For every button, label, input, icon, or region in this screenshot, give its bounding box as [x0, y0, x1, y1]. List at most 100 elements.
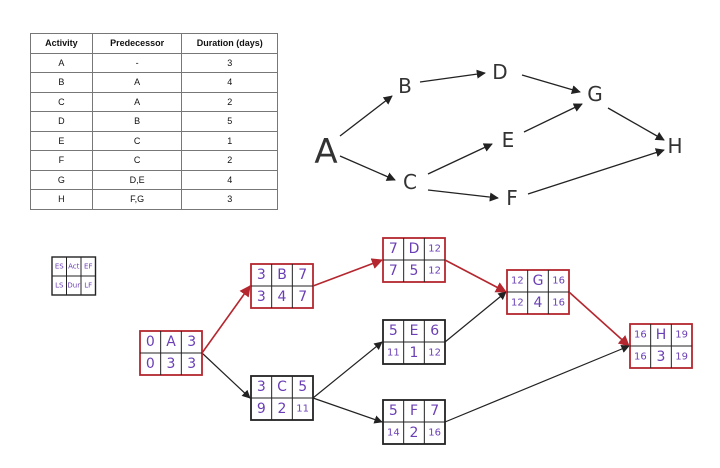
node-cell: H — [656, 327, 667, 343]
node-cell: F — [410, 403, 418, 419]
node-cell: 12 — [511, 298, 524, 309]
aoa-arrow-f-h — [527, 148, 665, 195]
aoa-node-c: C — [403, 170, 417, 194]
aon-arrow-c-f — [312, 397, 383, 424]
node-cell: 3 — [657, 349, 666, 365]
table-cell: 3 — [181, 189, 278, 210]
node-cell: 11 — [387, 348, 400, 359]
node-cell: 0 — [146, 334, 155, 350]
node-cell: 16 — [552, 276, 565, 287]
aoa-node-e: E — [502, 128, 515, 152]
node-cell: 0 — [146, 356, 155, 372]
node-cell: 12 — [428, 244, 441, 255]
node-cell: 2 — [410, 425, 419, 441]
node-cell: D — [409, 241, 420, 257]
node-cell: 7 — [389, 241, 398, 257]
aoa-node-f: F — [506, 186, 518, 210]
aon-arrow-c-e — [312, 341, 383, 399]
table-cell: 4 — [181, 169, 278, 190]
aoa-arrow-a-b — [339, 95, 393, 137]
aoa-node-b: B — [398, 74, 412, 98]
aon-arrow-e-g — [444, 291, 507, 343]
node-cell: 16 — [634, 330, 647, 341]
node-cell: 7 — [298, 267, 307, 283]
node-cell: 6 — [430, 323, 439, 339]
aoa-arrow-e-g — [523, 103, 583, 133]
node-cell: 12 — [428, 348, 441, 359]
legend-cell: LS — [55, 282, 64, 290]
node-cell: C — [277, 379, 287, 395]
node-cell: 9 — [257, 401, 266, 417]
node-cell: 3 — [257, 267, 266, 283]
node-cell: 7 — [298, 289, 307, 305]
node-cell: 4 — [278, 289, 287, 305]
node-cell: A — [166, 334, 176, 350]
node-cell: 16 — [634, 352, 647, 363]
aoa-arrow-b-d — [419, 69, 486, 83]
node-cell: 16 — [552, 298, 565, 309]
node-cell: 1 — [410, 345, 419, 361]
aon-arrow-g-h — [568, 291, 630, 347]
activity-on-arrow-network: A B C D E F G H — [314, 60, 682, 210]
node-cell: 7 — [389, 263, 398, 279]
aon-arrow-f-h — [444, 345, 630, 423]
activity-table: Activity Predecessor Duration (days) A-3… — [30, 33, 278, 210]
node-cell: G — [533, 273, 544, 289]
node-cell: 3 — [257, 289, 266, 305]
table-cell: A — [91, 91, 183, 112]
node-cell: 3 — [187, 356, 196, 372]
aoa-arrow-d-g — [521, 74, 581, 95]
aoa-node-h: H — [667, 134, 682, 158]
table-cell: F,G — [91, 189, 183, 210]
node-cell: 11 — [296, 404, 309, 415]
node-cell: 4 — [534, 295, 543, 311]
activity-on-node-edges — [201, 258, 630, 424]
node-cell: 16 — [428, 428, 441, 439]
table-cell: B — [91, 111, 183, 132]
aoa-node-d: D — [492, 60, 507, 84]
node-cell: 3 — [257, 379, 266, 395]
node-cell: 2 — [278, 401, 287, 417]
aon-arrow-b-d — [312, 258, 384, 287]
aon-arrow-a-c — [201, 352, 251, 399]
node-cell: 5 — [298, 379, 307, 395]
legend-cell: Dur — [67, 282, 80, 290]
aoa-arrow-a-c — [339, 155, 396, 181]
node-cell: 19 — [675, 330, 688, 341]
node-cell: 3 — [187, 334, 196, 350]
activity-node-g: 12 G 16 12 4 16 — [506, 269, 570, 315]
aoa-node-g: G — [587, 82, 603, 106]
aoa-arrow-g-h — [607, 107, 665, 141]
node-cell: 12 — [428, 266, 441, 277]
table-header-row: Activity Predecessor Duration (days) — [30, 33, 278, 54]
table-cell: H — [30, 189, 93, 210]
aoa-arrow-c-f — [427, 189, 499, 202]
node-cell: 7 — [430, 403, 439, 419]
aon-arrow-a-b — [201, 285, 251, 354]
node-cell: 19 — [675, 352, 688, 363]
node-cell: 5 — [389, 403, 398, 419]
activity-node-h: 16 H 19 16 3 19 — [629, 323, 693, 369]
aoa-arrow-c-e — [427, 143, 493, 175]
aoa-node-a: A — [314, 132, 337, 172]
node-cell: 12 — [511, 276, 524, 287]
legend-cell: Act — [68, 263, 80, 271]
legend-cell: ES — [55, 263, 64, 271]
node-cell: B — [277, 267, 287, 283]
legend-cell: EF — [84, 263, 92, 271]
node-cell: 14 — [387, 428, 400, 439]
aon-arrow-d-g — [444, 259, 507, 293]
